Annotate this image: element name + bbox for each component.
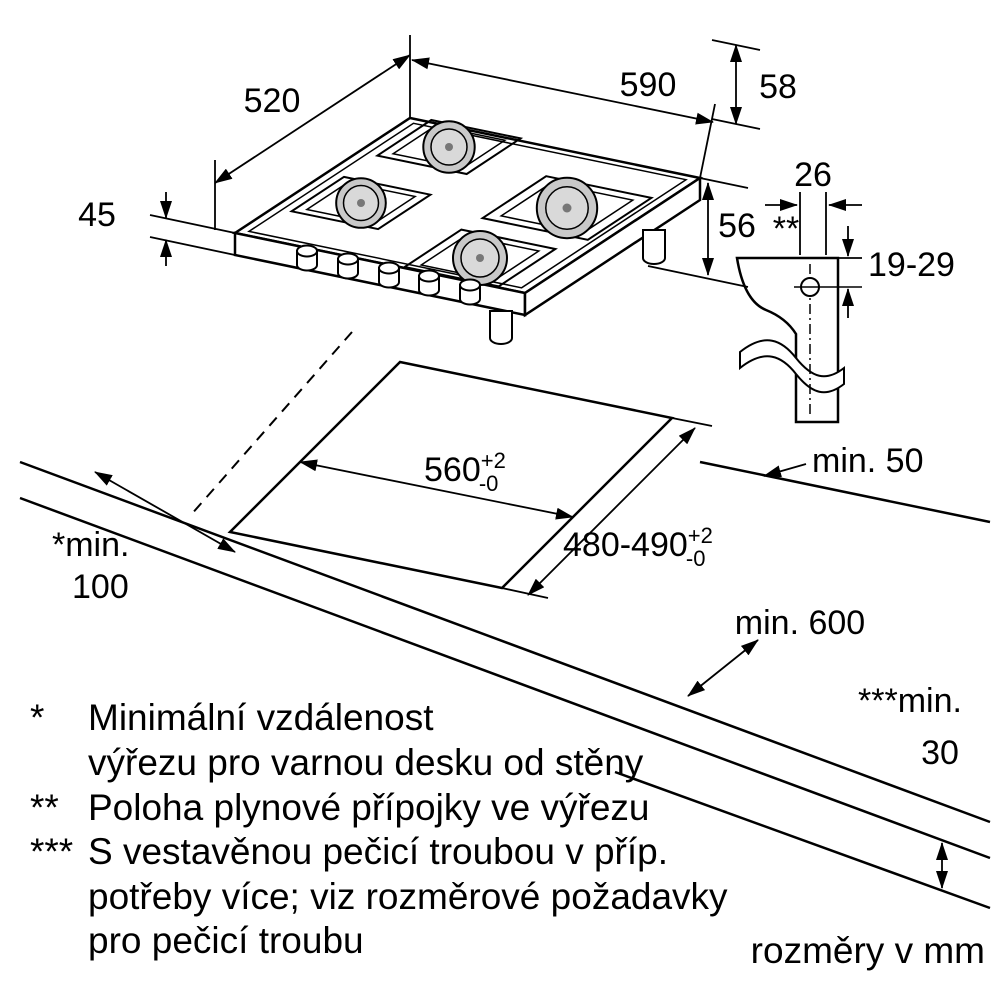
burner-right-center <box>562 203 572 213</box>
footnote-1-line-1: Minimální vzdálenost <box>88 697 434 738</box>
dim-arrow-min600 <box>687 639 759 697</box>
gas-bracket-detail <box>735 256 862 424</box>
label-gas-marker: ** <box>773 210 799 248</box>
burner-front-support-outer <box>402 228 558 288</box>
ext-45-bottom <box>149 236 236 256</box>
footnote-2-marker: ** <box>30 787 59 828</box>
knob <box>459 278 481 306</box>
footnote-1-marker: * <box>30 697 44 738</box>
dim-arrow-480 <box>527 427 696 596</box>
burner-left-support-outer <box>289 175 433 231</box>
control-knobs <box>296 244 481 306</box>
label-480-490: 480-490+2-0 <box>563 523 713 571</box>
burner-right <box>480 175 654 241</box>
label-560: 560+2-0 <box>424 448 506 496</box>
hob-right-face <box>523 175 702 318</box>
label-590: 590 <box>620 66 677 104</box>
burner-left-center <box>357 199 365 207</box>
footnote-3-line-1: S vestavěnou pečicí troubou v příp. <box>88 831 668 872</box>
label-min100-value: 100 <box>72 568 129 606</box>
ext-45-top <box>149 214 236 234</box>
footnote-2-line-1: Poloha plynové přípojky ve výřezu <box>88 787 649 828</box>
burner-back-center <box>445 143 453 151</box>
label-min30-star: ***min. <box>858 682 962 720</box>
hob-foot-front <box>489 310 513 345</box>
footnotes: * Minimální vzdálenost výřezu pro varnou… <box>30 697 728 961</box>
bracket-outline <box>735 256 840 424</box>
worktop-back-edge-line <box>699 460 991 524</box>
burner-right-support-outer <box>480 175 654 241</box>
oven-front-line <box>614 770 991 910</box>
label-45: 45 <box>78 196 116 234</box>
label-520: 520 <box>244 82 301 120</box>
footnote-3-marker: *** <box>30 831 73 872</box>
ext-56-bottom <box>647 265 749 288</box>
ext-480-bottom <box>501 587 549 599</box>
hob-drawing <box>231 116 704 345</box>
bracket-break-curves <box>739 339 845 394</box>
footnote-3-line-2: potřeby více; viz rozměrové požadavky <box>88 876 728 917</box>
burner-front-center <box>476 254 484 262</box>
hob-foot-right <box>642 229 666 265</box>
projection-dashed-line <box>189 331 353 517</box>
knob <box>296 244 318 272</box>
dim-arrow-min50 <box>763 463 807 478</box>
burner-left <box>289 175 433 231</box>
label-19-29: 19-29 <box>868 246 955 284</box>
label-min30-value: 30 <box>921 734 959 772</box>
footnote-1-line-2: výřezu pro varnou desku od stěny <box>88 742 644 783</box>
worktop-front-face-line <box>19 496 991 860</box>
label-56: 56 <box>718 207 756 245</box>
label-26: 26 <box>794 156 832 194</box>
dim-arrow-590 <box>411 57 714 125</box>
label-min600: min. 600 <box>735 604 865 642</box>
knob <box>418 269 440 297</box>
label-min50: min. 50 <box>812 442 924 480</box>
label-min100-star: *min. <box>52 526 129 564</box>
footnote-3-line-3: pro pečicí troubu <box>88 920 364 961</box>
unit-note: rozměry v mm <box>751 930 985 971</box>
burner-front <box>402 228 558 288</box>
dim-arrow-min100 <box>94 471 236 553</box>
ext-590-right <box>699 103 716 179</box>
ext-56-top <box>699 177 749 189</box>
dim-arrow-520 <box>214 54 411 184</box>
knob <box>337 252 359 280</box>
hob-top-rim <box>247 122 688 289</box>
ext-480-top <box>671 417 713 427</box>
label-58: 58 <box>759 68 797 106</box>
knob <box>378 261 400 289</box>
dimension-lines <box>94 35 948 889</box>
